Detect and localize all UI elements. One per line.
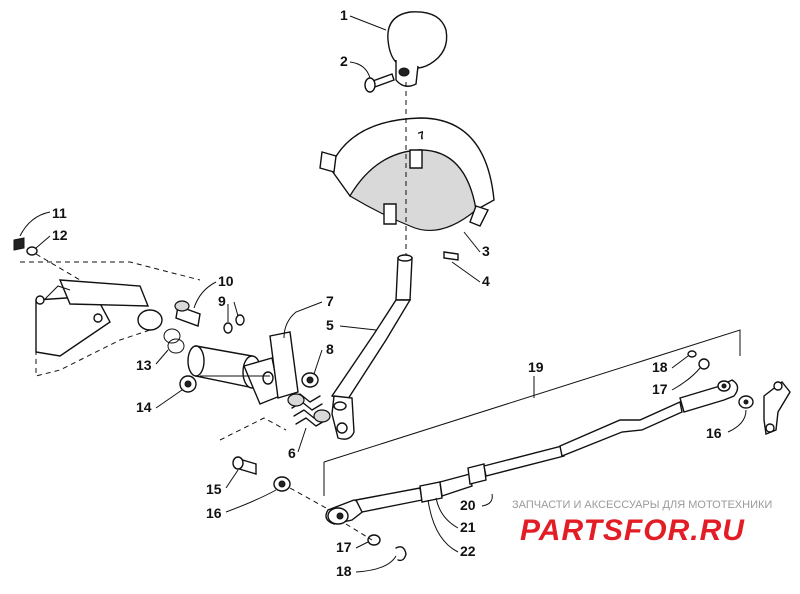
callout-13: 13	[136, 357, 152, 373]
callout-16-right: 16	[706, 425, 722, 441]
callout-6: 6	[288, 445, 296, 461]
callout-4: 4	[482, 273, 490, 289]
callout-14: 14	[136, 399, 152, 415]
shift-cover: 7	[319, 117, 495, 261]
callout-1: 1	[340, 7, 348, 23]
watermark-subtitle: ЗАПЧАСТИ И АКСЕССУАРЫ ДЛЯ МОТОТЕХНИКИ	[512, 499, 772, 511]
callout-2: 2	[340, 53, 348, 69]
spring	[287, 393, 331, 427]
callout-19: 19	[528, 359, 544, 375]
callout-11: 11	[52, 205, 67, 221]
callout-7: 7	[326, 293, 334, 309]
callout-3: 3	[482, 243, 490, 259]
callout-18-left: 18	[336, 563, 352, 579]
cover-emblem-text: 7	[417, 129, 427, 142]
callout-17-left: 17	[336, 539, 352, 555]
callout-20: 20	[460, 497, 476, 513]
callout-10: 10	[218, 273, 234, 289]
shift-rod	[323, 329, 791, 562]
shift-knob	[387, 11, 448, 87]
callout-12: 12	[52, 227, 68, 243]
callout-9: 9	[218, 293, 226, 309]
callout-17-right: 17	[652, 381, 668, 397]
callout-15: 15	[206, 481, 222, 497]
watermark-logo: PARTSFOR.RU	[520, 514, 745, 547]
callout-21: 21	[460, 519, 476, 535]
shift-lever	[330, 82, 413, 440]
callout-5: 5	[326, 317, 334, 333]
shaft-assembly	[163, 300, 319, 405]
frame-bracket	[13, 237, 201, 377]
callout-22: 22	[460, 543, 476, 559]
callouts: 1 2 11 12 10 9 7 5 8 13 14 6 15 16 3 4 1…	[19, 7, 747, 579]
pivot-stud-and-bushing	[219, 417, 327, 509]
callout-16-left: 16	[206, 505, 222, 521]
callout-18-right: 18	[652, 359, 668, 375]
watermark: ЗАПЧАСТИ И АКСЕССУАРЫ ДЛЯ МОТОТЕХНИКИ PA…	[512, 499, 772, 547]
callout-8: 8	[326, 341, 334, 357]
